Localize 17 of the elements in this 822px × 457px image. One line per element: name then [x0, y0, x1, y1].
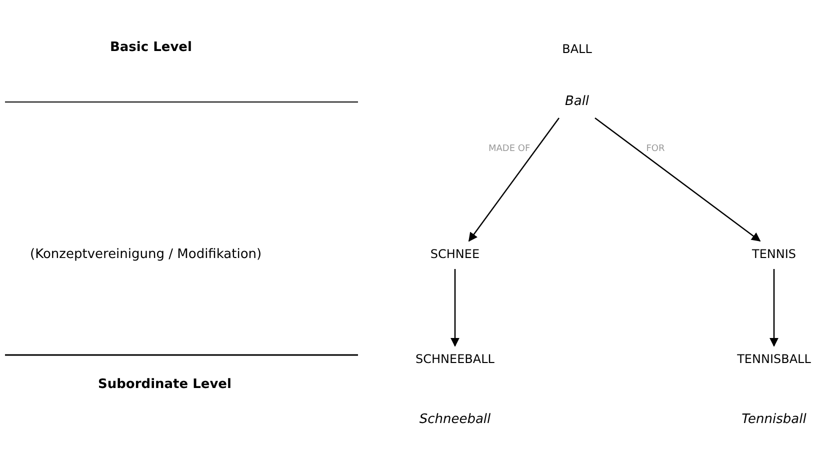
note-text: (Konzeptvereinigung / Modifikation) — [30, 247, 262, 262]
level-heading: Basic Level — [110, 40, 192, 55]
edge-label: FOR — [644, 144, 667, 154]
edge-label: MADE OF — [486, 144, 532, 154]
modifier-label: TENNIS — [750, 247, 798, 261]
compound-label: TENNISBALL — [736, 352, 812, 366]
compound-label: SCHNEEBALL — [414, 352, 496, 366]
arrow — [769, 269, 779, 347]
arrow — [450, 269, 460, 347]
level-heading: Subordinate Level — [98, 377, 232, 392]
word-label: Schneeball — [418, 412, 492, 427]
word-label: Tennisball — [740, 412, 808, 427]
arrow — [594, 117, 761, 242]
arrow — [468, 118, 560, 242]
concept-label: BALL — [561, 42, 593, 56]
modifier-label: SCHNEE — [429, 247, 481, 261]
word-label: Ball — [564, 94, 590, 109]
